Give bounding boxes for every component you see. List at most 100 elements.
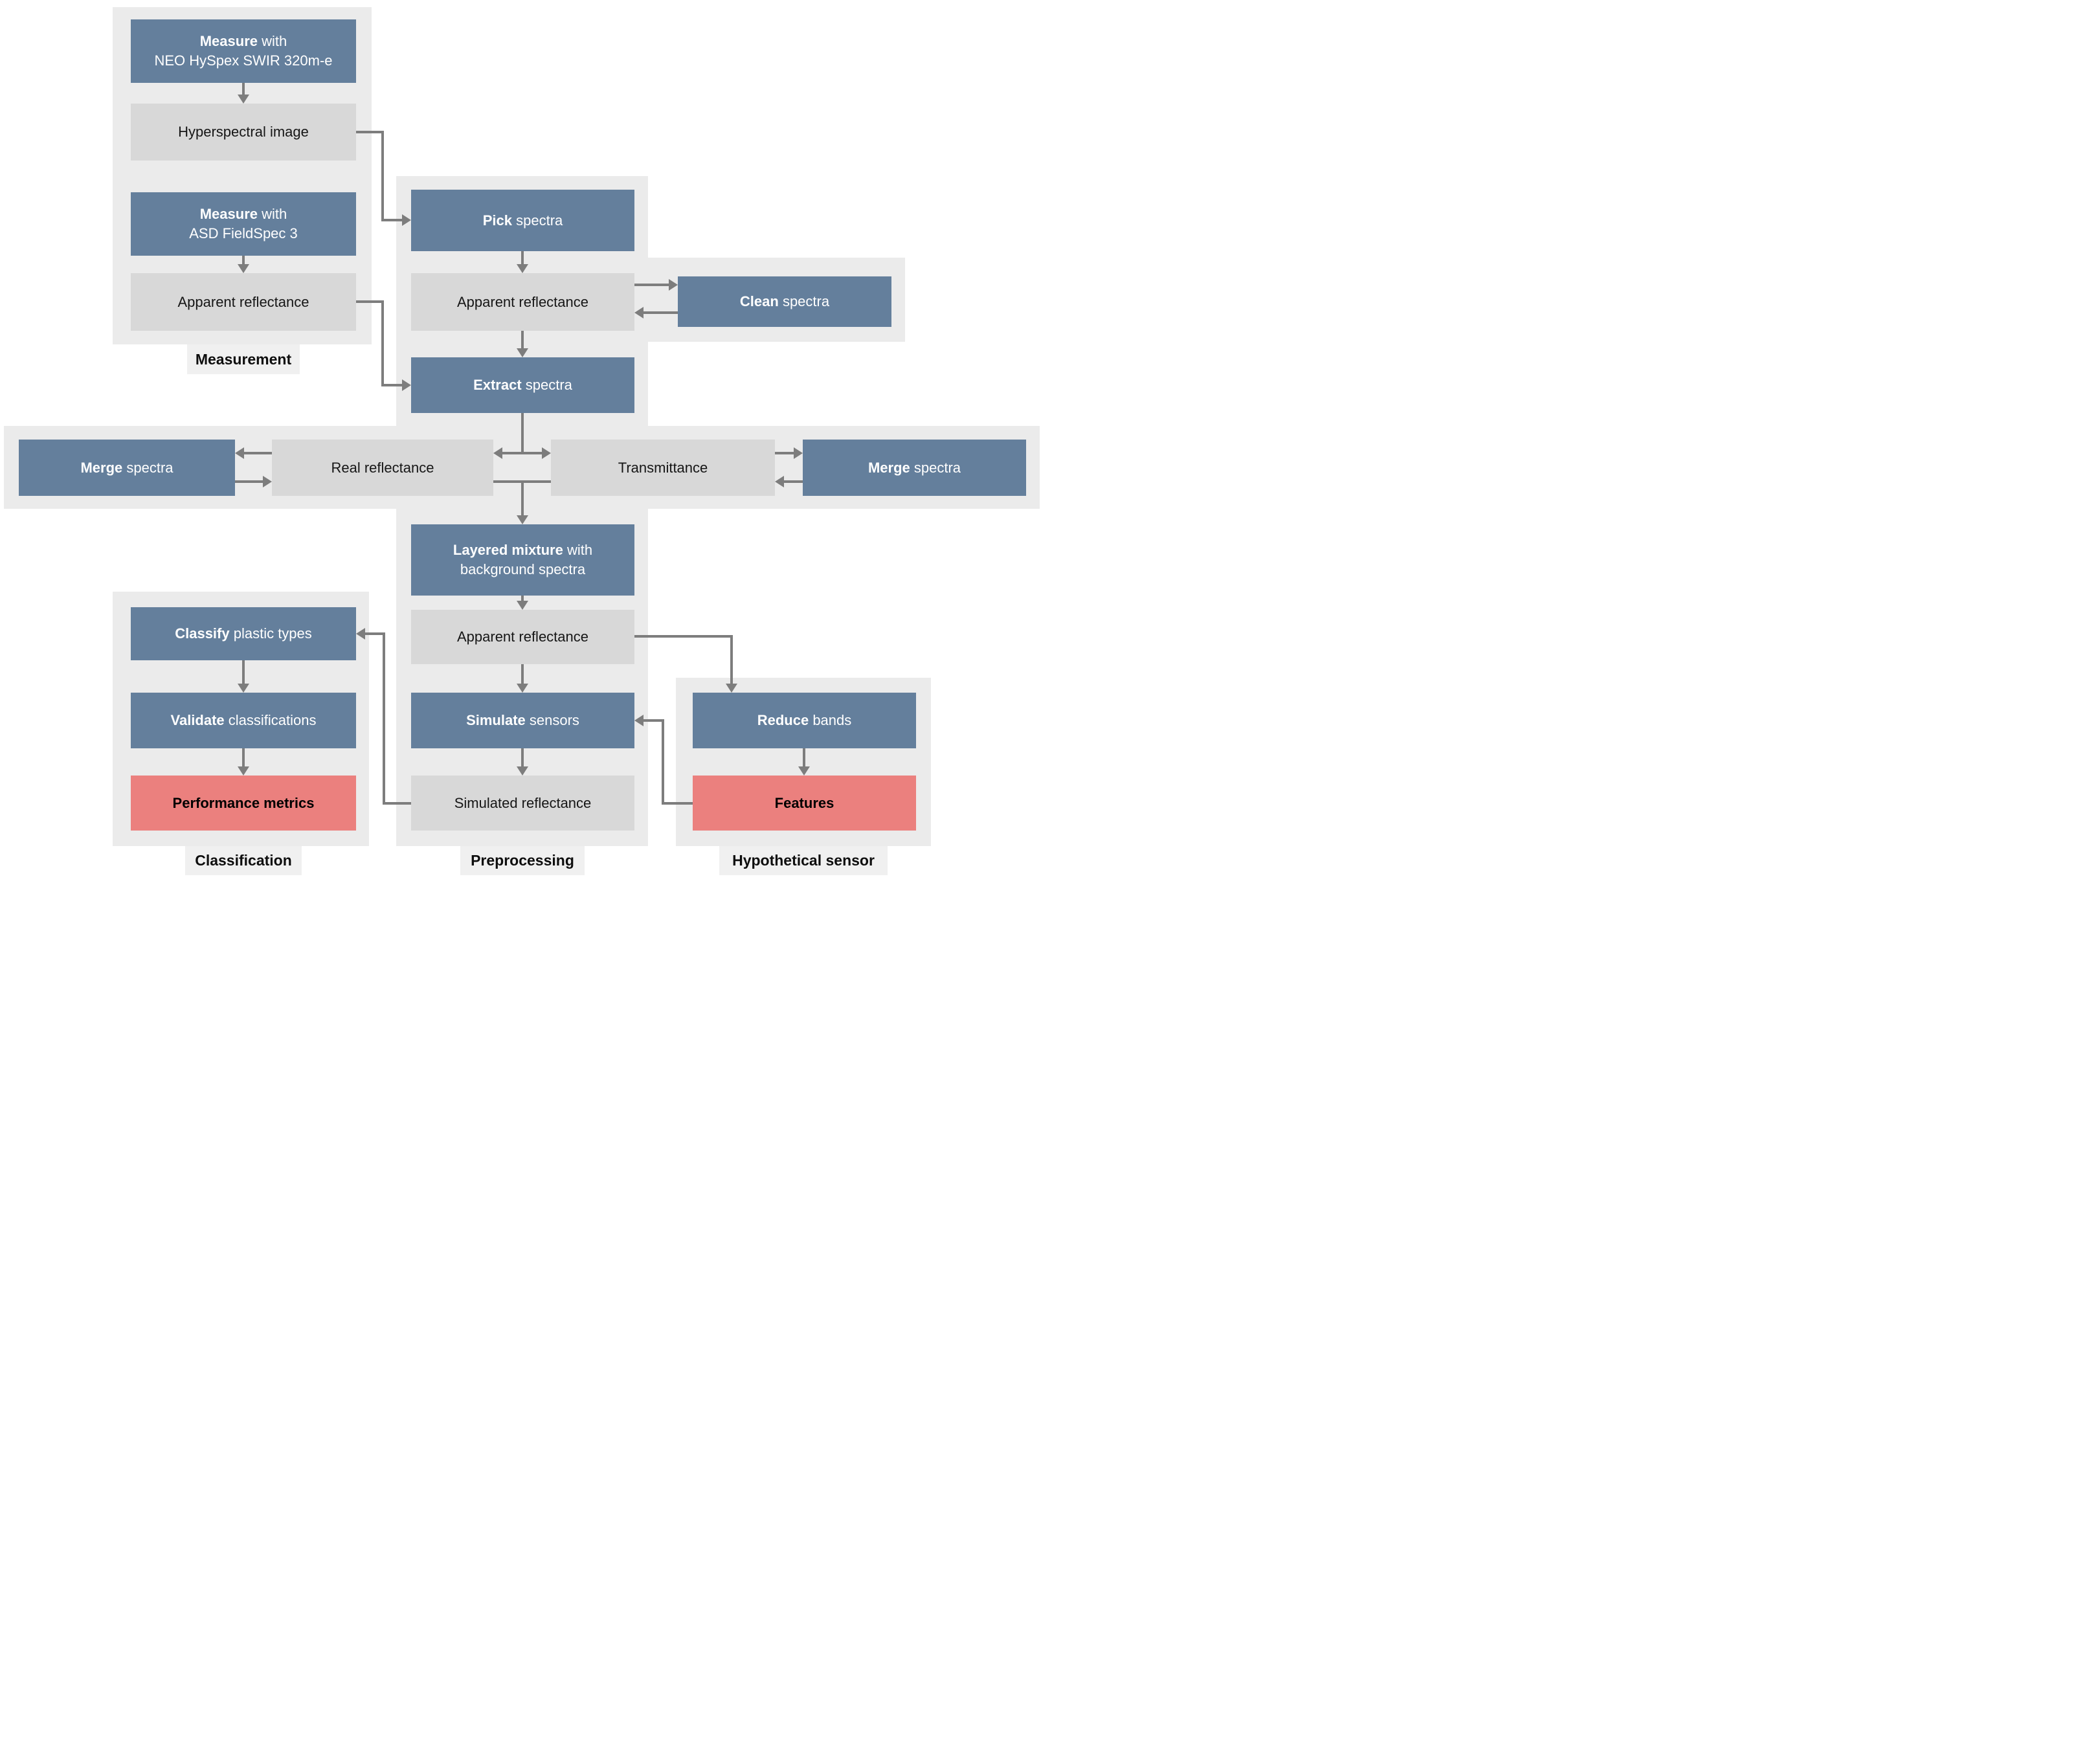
node-label: Reduce bands	[757, 711, 852, 730]
node-label-bold: Simulate	[466, 712, 526, 728]
node-label-rest: plastic types	[229, 625, 312, 642]
node-merge-spectra-reflectance: Merge spectra	[19, 440, 235, 496]
arrowhead-down-icon	[517, 515, 528, 524]
arrow-transmittance-to-merge-right	[775, 452, 794, 454]
node-label: Simulate sensors	[466, 711, 579, 730]
arrow-join-to-layered	[521, 480, 524, 517]
arrow-real-to-merge-left	[244, 452, 272, 454]
measurement-group-label: Measurement	[187, 344, 300, 374]
node-label-bold: Classify	[175, 625, 230, 642]
node-label-bold: Validate	[170, 712, 225, 728]
arrow-reflectance-to-extract-seg1	[356, 300, 384, 303]
node-clean-spectra: Clean spectra	[678, 276, 891, 327]
node-label: Merge spectra	[868, 458, 961, 478]
node-label: Measure with	[200, 205, 287, 224]
arrow-validate-to-metrics	[242, 748, 245, 768]
arrowhead-down-icon	[238, 684, 249, 693]
node-label-line2: ASD FieldSpec 3	[189, 225, 298, 241]
arrow-features-to-simulate-seg2	[662, 719, 664, 805]
arrow-merge-left-to-real	[235, 480, 263, 483]
arrowhead-down-icon	[517, 348, 528, 357]
node-label: Apparent reflectance	[177, 293, 309, 310]
arrow-image-to-pick-seg1	[356, 131, 384, 133]
arrow-reflectance-to-reduce-seg1	[634, 635, 732, 638]
arrowhead-down-icon	[238, 766, 249, 776]
hypothetical-sensor-group-label: Hypothetical sensor	[719, 846, 888, 875]
arrowhead-down-icon	[726, 684, 737, 693]
arrowhead-left-icon	[356, 628, 365, 640]
node-classify-plastic-types: Classify plastic types	[131, 607, 356, 660]
node-real-reflectance: Real reflectance	[272, 440, 493, 496]
node-label-bold: Merge	[867, 459, 910, 476]
arrow-features-to-simulate-seg3	[644, 719, 664, 722]
preprocessing-group-label: Preprocessing	[460, 846, 585, 875]
node-layered-mixture: Layered mixture with background spectra	[411, 524, 634, 596]
node-pick-spectra: Pick spectra	[411, 190, 634, 251]
arrow-reflectance-to-clean	[634, 284, 669, 286]
node-label-bold: Pick	[482, 212, 512, 229]
arrow-extract-split-bar	[502, 452, 542, 454]
node-label: Measure with	[200, 32, 287, 51]
node-reduce-bands: Reduce bands	[693, 693, 916, 748]
node-label: Clean spectra	[740, 292, 829, 311]
arrowhead-right-icon	[794, 447, 803, 459]
arrowhead-down-icon	[798, 766, 810, 776]
node-label: Validate classifications	[171, 711, 317, 730]
node-transmittance: Transmittance	[551, 440, 775, 496]
node-simulate-sensors: Simulate sensors	[411, 693, 634, 748]
node-label: Extract spectra	[473, 375, 572, 395]
arrow-image-to-pick-seg2	[381, 131, 384, 221]
node-label-rest: bands	[809, 712, 852, 728]
node-label: Pick spectra	[483, 211, 563, 230]
arrowhead-right-icon	[542, 447, 551, 459]
node-label-bold: Layered mixture	[453, 542, 563, 558]
arrowhead-right-icon	[402, 379, 411, 391]
arrowhead-down-icon	[517, 601, 528, 610]
arrowhead-right-icon	[263, 476, 272, 487]
arrow-simulated-to-classify-seg1	[383, 802, 411, 805]
node-simulated-reflectance: Simulated reflectance	[411, 776, 634, 831]
node-label: Classify plastic types	[175, 624, 312, 643]
node-label: Transmittance	[618, 459, 708, 476]
arrow-simulate-to-simulated	[521, 748, 524, 768]
arrow-reduce-to-features	[803, 748, 805, 768]
node-label-rest: spectra	[910, 459, 961, 476]
arrow-features-to-simulate-seg1	[662, 802, 693, 805]
arrow-simulated-to-classify-seg2	[383, 632, 385, 805]
node-performance-metrics: Performance metrics	[131, 776, 356, 831]
node-label-rest: with	[563, 542, 593, 558]
node-label-bold: Clean	[739, 293, 779, 309]
node-validate-classifications: Validate classifications	[131, 693, 356, 748]
arrowhead-left-icon	[634, 715, 644, 726]
node-hyperspectral-image: Hyperspectral image	[131, 104, 356, 161]
node-label-rest: with	[258, 206, 287, 222]
arrowhead-left-icon	[634, 307, 644, 318]
node-label-bold: Merge	[80, 459, 123, 476]
node-label-rest: spectra	[122, 459, 173, 476]
node-label: Real reflectance	[331, 459, 434, 476]
arrow-pick-to-reflectance	[521, 251, 524, 265]
arrow-layered-to-reflectance	[521, 596, 524, 602]
node-label: Apparent reflectance	[456, 629, 589, 645]
arrowhead-down-icon	[238, 264, 249, 273]
node-label: Layered mixture with	[453, 541, 592, 560]
node-apparent-reflectance-picked: Apparent reflectance	[411, 273, 634, 331]
arrow-image-to-pick-seg3	[381, 219, 402, 221]
node-extract-spectra: Extract spectra	[411, 357, 634, 413]
node-label-rest: with	[258, 33, 287, 49]
arrow-merge-right-to-transmittance	[784, 480, 803, 483]
node-label-bold: Measure	[199, 33, 258, 49]
node-label-bold: Measure	[199, 206, 258, 222]
node-label: Apparent reflectance	[456, 293, 589, 310]
arrowhead-left-icon	[775, 476, 784, 487]
node-label: Features	[774, 794, 834, 811]
node-label-rest: spectra	[778, 293, 830, 309]
node-measure-hyspex: Measure with NEO HySpex SWIR 320m-e	[131, 19, 356, 83]
arrow-clean-to-reflectance	[644, 311, 678, 314]
arrowhead-left-icon	[493, 447, 502, 459]
node-label-line2: NEO HySpex SWIR 320m-e	[154, 52, 333, 69]
node-apparent-reflectance-measured: Apparent reflectance	[131, 273, 356, 331]
node-label: Simulated reflectance	[454, 794, 592, 811]
arrow-reflectance-to-reduce-seg2	[730, 635, 733, 685]
arrow-extract-split-stem	[521, 413, 524, 453]
